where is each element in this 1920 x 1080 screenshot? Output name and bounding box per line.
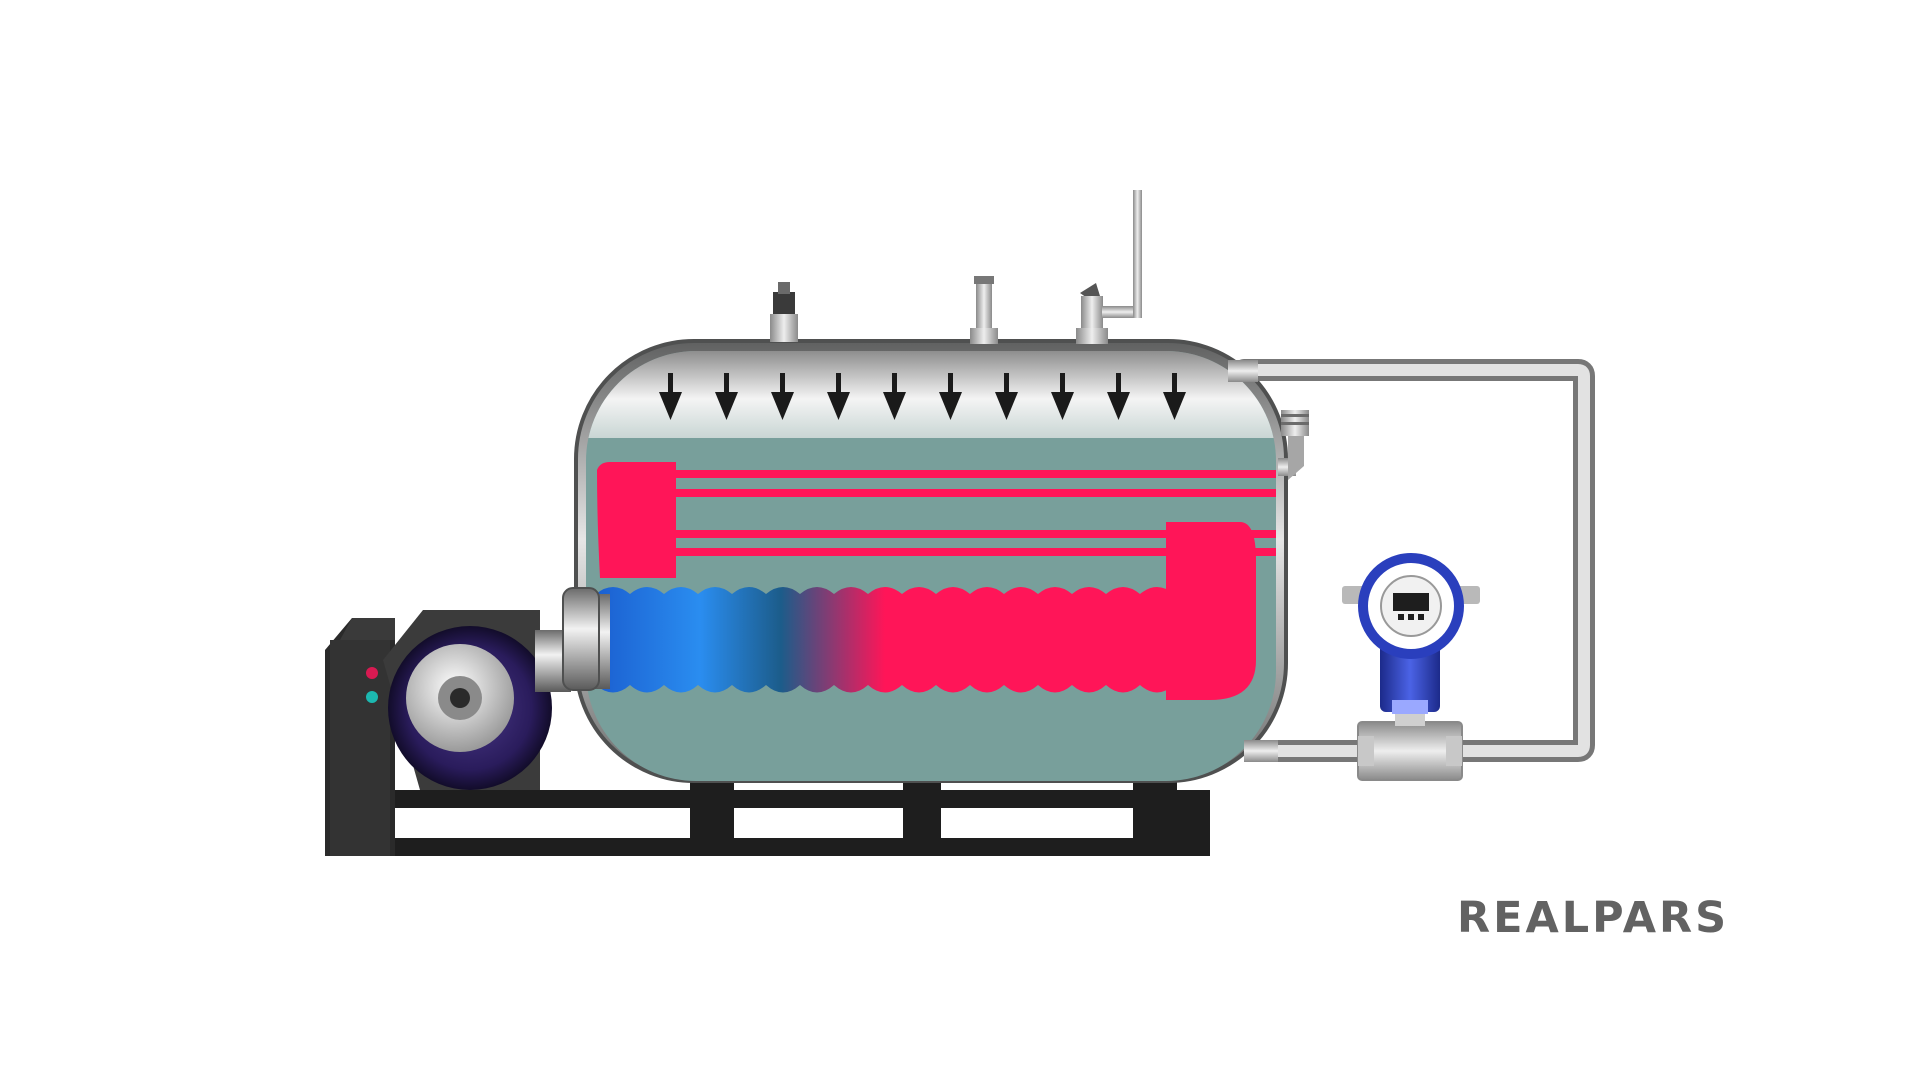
pressure-arrow-icon <box>771 373 794 420</box>
level-transmitter <box>1342 553 1480 714</box>
pressure-arrow-icon <box>1107 373 1130 420</box>
flow-meter <box>1357 708 1463 781</box>
brand-logo: REALPARS <box>1457 893 1730 943</box>
pressure-arrow-icon <box>827 373 850 420</box>
red-indicator-icon <box>366 667 378 679</box>
level-loop-pipe <box>1228 359 1595 762</box>
base-frame <box>325 780 1210 856</box>
pressure-arrow-icon <box>1163 373 1186 420</box>
burner-housing <box>325 610 571 856</box>
boiler-vessel <box>562 339 1288 783</box>
solenoid-valve <box>770 282 798 342</box>
pressure-safety-valve <box>970 276 998 344</box>
pressure-arrow-icon <box>939 373 962 420</box>
pressure-arrow-icon <box>995 373 1018 420</box>
steam-outlet <box>1278 410 1309 480</box>
pressure-arrow-icon <box>1051 373 1074 420</box>
pressure-arrow-icon <box>715 373 738 420</box>
pressure-arrow-icon <box>659 373 682 420</box>
pressure-arrows <box>659 373 1186 420</box>
steam-outlet-valve <box>1076 190 1142 344</box>
teal-indicator-icon <box>366 691 378 703</box>
pressure-arrow-icon <box>883 373 906 420</box>
